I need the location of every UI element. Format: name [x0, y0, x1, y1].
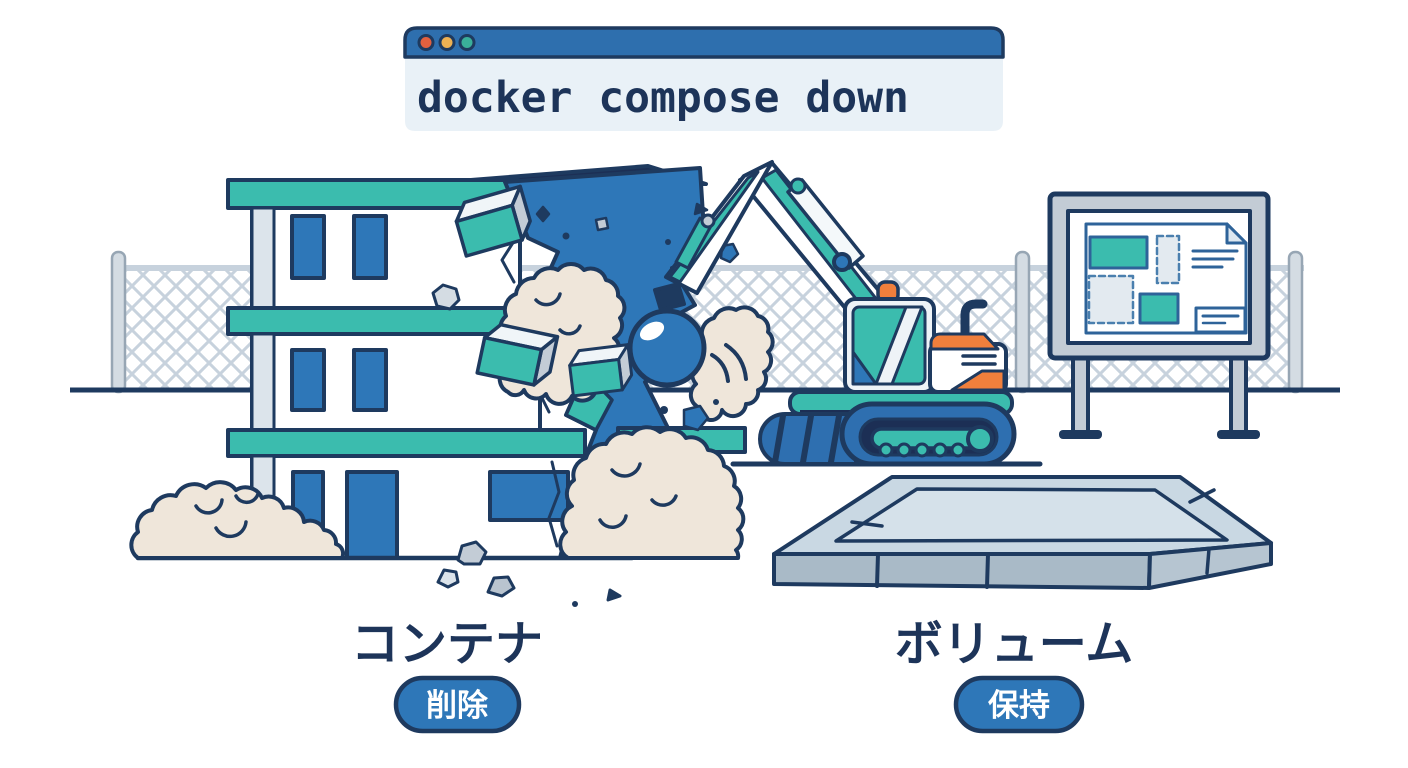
traffic-light-minimize-icon [438, 34, 456, 51]
stone-chunk [431, 283, 461, 311]
terminal-window-icon [403, 26, 1005, 131]
terminal-titlebar [403, 26, 1005, 59]
legend-box [1194, 306, 1247, 334]
container-label: コンテナ [351, 616, 543, 672]
slab-seam [875, 552, 880, 588]
track-wheel [932, 442, 948, 458]
boom-pivot [832, 252, 852, 272]
volume-label: ボリューム [895, 616, 1134, 672]
terminal-command-text: docker compose down [417, 73, 909, 123]
foundation-slab-icon [772, 475, 1273, 590]
crack [547, 460, 561, 548]
excavator-icon [664, 160, 1017, 467]
blueprint-sign-icon [1047, 191, 1271, 439]
track-wheel-large [966, 425, 994, 453]
dashed-block-2 [1087, 274, 1135, 325]
window [352, 348, 388, 412]
track-wheel [896, 442, 912, 458]
container-badge-pill [393, 675, 522, 734]
ball-link [653, 282, 686, 312]
container-crate-icon [568, 343, 634, 398]
page-fold-corner [1225, 222, 1248, 245]
fence-post-right [1287, 250, 1304, 394]
window [290, 348, 326, 412]
container-crate-icon [454, 184, 532, 258]
dust-detail [534, 292, 582, 336]
floor2-pillar [250, 332, 276, 432]
debris-bits [535, 202, 740, 264]
cab-lower-window [851, 350, 878, 386]
slab-seam [1188, 488, 1216, 504]
wrecking-ball [627, 308, 707, 388]
service-block-teal-1 [1088, 235, 1149, 270]
slab-front-face [772, 552, 1152, 590]
ball-highlight [639, 321, 665, 341]
wrecking-ball-icon [627, 282, 748, 432]
tracks [758, 401, 1017, 467]
sign-foot-left [1059, 430, 1102, 439]
volume-badge-label: 保持 [988, 688, 1050, 724]
sign-leg-left [1071, 350, 1090, 436]
excavator-boom [664, 160, 914, 350]
cylinder-cap [700, 213, 716, 229]
dust-cloud-icon [129, 480, 346, 560]
impact-debris [660, 399, 719, 432]
floor3-pillar [250, 206, 276, 310]
engine-orange-top [929, 332, 1000, 351]
track-wheel [914, 442, 930, 458]
dust-detail [598, 462, 678, 529]
volume-badge-pill [953, 675, 1085, 734]
cab-pillar [874, 305, 924, 386]
cylinder-cap [789, 177, 807, 195]
sign-foot-right [1217, 430, 1260, 439]
motion-arcs [710, 343, 748, 383]
fence-post-left [110, 250, 127, 394]
window [290, 214, 326, 280]
fence-post-middle [1014, 250, 1031, 394]
sign-leg-right [1229, 350, 1248, 436]
traffic-light-close-icon [417, 34, 435, 51]
track-wheel [950, 442, 966, 458]
dashed-block-1 [1155, 234, 1181, 285]
rubble-stones [436, 540, 622, 607]
slab-seam [850, 520, 884, 528]
slab-seam [1205, 547, 1211, 575]
floor1-slab [226, 428, 587, 458]
container-crate-icon [475, 322, 560, 387]
document-icon [1084, 222, 1248, 335]
door [345, 470, 399, 560]
service-block-teal-2 [1138, 292, 1180, 325]
slab-right-face [1147, 541, 1273, 590]
window [352, 214, 388, 280]
track-wheel [878, 442, 894, 458]
traffic-light-maximize-icon [458, 34, 476, 51]
terminal-body [405, 57, 1003, 131]
dust-detail [194, 492, 260, 539]
exhaust-pipe-icon [960, 299, 988, 345]
slab-seam [985, 552, 990, 589]
container-badge-label: 削除 [426, 688, 489, 724]
